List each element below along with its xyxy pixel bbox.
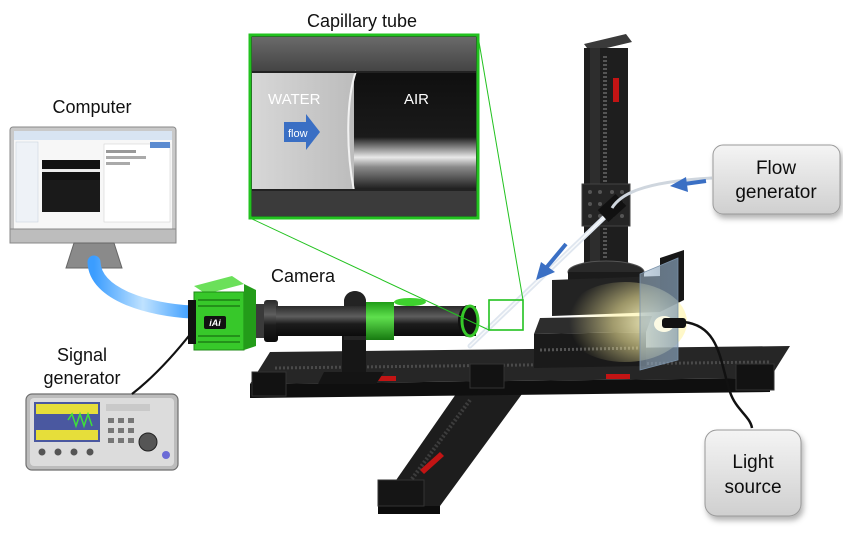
inset-water-label: WATER xyxy=(268,91,321,108)
computer xyxy=(9,126,177,269)
light-guide-tip xyxy=(662,318,686,328)
lens xyxy=(256,298,480,342)
light-source-label-line1: Light xyxy=(732,452,774,473)
inset-flow-label: flow xyxy=(288,128,308,140)
inset-flow-arrow xyxy=(284,114,320,150)
signal-generator-label-line1: Signal xyxy=(57,345,107,365)
zoom-lines xyxy=(249,35,524,331)
region-of-interest-box xyxy=(488,299,524,331)
diffuser-screen xyxy=(639,257,679,371)
monitor-chin xyxy=(9,228,177,244)
computer-label: Computer xyxy=(52,97,131,117)
inset-air-region xyxy=(354,71,476,191)
flow-tubing xyxy=(610,176,713,209)
meniscus xyxy=(347,70,357,192)
camera-label: Camera xyxy=(271,266,336,286)
light-source-box: Light source xyxy=(704,429,802,517)
trigger-cable xyxy=(131,331,193,395)
flow-arrow-upper xyxy=(670,177,707,192)
camera-badge: iAi xyxy=(209,318,221,328)
camera-badge-bg xyxy=(204,316,226,329)
flow-generator-label-line2: generator xyxy=(735,182,817,203)
inset-border xyxy=(248,33,480,220)
flow-generator-label-line1: Flow xyxy=(756,158,796,179)
light-cable xyxy=(683,320,754,429)
signal-generator xyxy=(25,393,179,471)
optical-rail-front xyxy=(377,394,522,514)
capillary-inset: WATER AIR flow xyxy=(248,33,480,220)
flow-arrow-lower xyxy=(536,242,568,280)
lens-front-ring xyxy=(460,304,480,338)
capillary-tube-label: Capillary tube xyxy=(307,11,417,31)
flow-generator-box: Flow generator xyxy=(712,144,841,215)
light-source-label-line2: source xyxy=(724,477,781,498)
inset-air-label: AIR xyxy=(404,91,429,108)
camera: iAi xyxy=(188,276,256,351)
usb-cable xyxy=(87,255,199,319)
signal-generator-label-line2: generator xyxy=(43,368,120,388)
inset-bottom-wall xyxy=(252,191,476,216)
inset-top-wall xyxy=(252,37,476,71)
